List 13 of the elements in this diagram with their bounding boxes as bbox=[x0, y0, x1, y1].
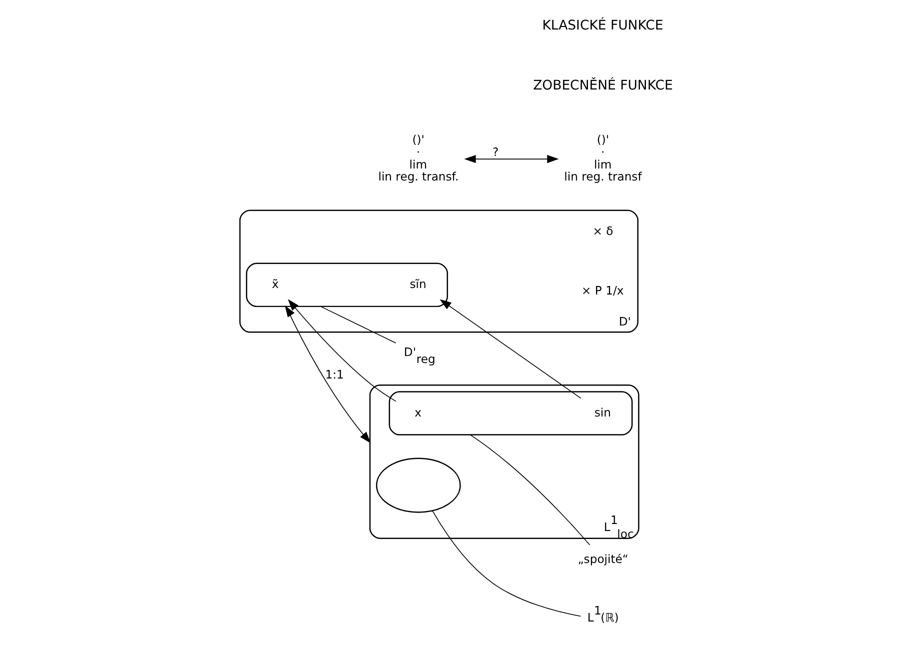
node-text: ()' · lim lin reg. transf bbox=[564, 132, 642, 184]
node-text: sin bbox=[594, 405, 610, 420]
node-text: sĩn bbox=[409, 276, 426, 291]
node-text: x̃ bbox=[271, 276, 278, 291]
node-text: × δ bbox=[592, 224, 613, 238]
node-text: x bbox=[414, 405, 422, 420]
node-text: ()' · lim lin reg. transf. bbox=[378, 132, 458, 184]
node-text: „spojité“ bbox=[577, 552, 628, 566]
label: KLASICKÉ FUNKCE bbox=[542, 18, 663, 34]
edge-label: 1:1 bbox=[324, 368, 344, 382]
node-text: × P 1/x bbox=[581, 284, 624, 298]
label: ZOBECNĚNÉ FUNKCE bbox=[532, 78, 672, 94]
edge-label: ? bbox=[492, 144, 498, 159]
